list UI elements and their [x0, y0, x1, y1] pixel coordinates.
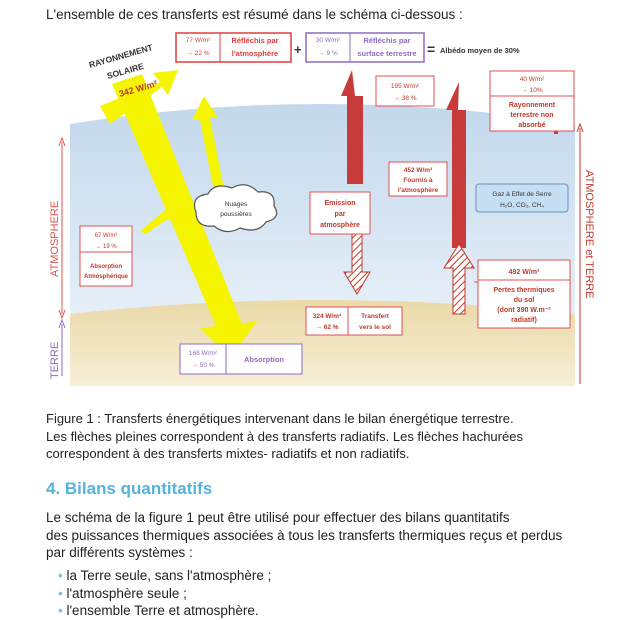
svg-text:du sol: du sol [514, 297, 535, 304]
svg-text:→ 22 %: → 22 % [186, 50, 209, 57]
svg-text:Fournis à: Fournis à [403, 177, 433, 184]
svg-text:Réfléchis par: Réfléchis par [363, 36, 410, 45]
box-emission-atmosphere: Emission par atmosphère [309, 191, 371, 235]
svg-text:vers le sol: vers le sol [359, 324, 391, 331]
side-label-atmosphere-terre: ATMOSPHERE et TERRE [583, 170, 595, 299]
caption-line: Figure 1 : Transferts énergétiques inter… [46, 411, 514, 426]
svg-text:492 W/m²: 492 W/m² [509, 269, 540, 276]
list-item: l'ensemble Terre et atmosphère. [58, 602, 271, 620]
side-label-terre: TERRE [49, 342, 61, 379]
svg-text:Absorption: Absorption [90, 264, 122, 270]
svg-text:→ 38 %: → 38 % [393, 95, 416, 102]
figure-caption: Figure 1 : Transferts énergétiques inter… [46, 410, 606, 463]
cloud-reflection-arrow [192, 96, 225, 196]
list-item: la Terre seule, sans l'atmosphère ; [58, 567, 271, 585]
side-label-atmosphere: ATMOSPHERE [49, 201, 61, 277]
svg-text:Réfléchis par: Réfléchis par [231, 36, 278, 45]
svg-text:77 W/m²: 77 W/m² [186, 37, 211, 44]
svg-text:par: par [335, 211, 346, 218]
list-item: l'atmosphère seule ; [58, 585, 271, 603]
box-greenhouse-gas: Gaz à Effet de Serre H₂O, CO₂, CH₄ [475, 183, 569, 213]
svg-text:terrestre non: terrestre non [510, 112, 553, 119]
solar-label-line1: RAYONNEMENT [88, 42, 155, 70]
cloud-icon: Nuages poussières [193, 184, 278, 233]
svg-text:H₂O, CO₂, CH₄: H₂O, CO₂, CH₄ [500, 202, 544, 209]
atm-emission-space-arrow [341, 70, 363, 184]
caption-line: Les flèches pleines correspondent à des … [46, 428, 523, 444]
svg-text:→ 62 %: → 62 % [315, 324, 338, 331]
svg-text:195 W/m²: 195 W/m² [391, 83, 420, 90]
svg-text:surface terrestre: surface terrestre [357, 49, 416, 58]
svg-text:Gaz à Effet de Serre: Gaz à Effet de Serre [492, 191, 552, 198]
equals-sign: = [427, 41, 435, 57]
system-list: la Terre seule, sans l'atmosphère ; l'at… [58, 567, 271, 620]
svg-text:l'atmosphère: l'atmosphère [398, 187, 439, 194]
svg-text:Rayonnement: Rayonnement [509, 102, 556, 109]
paragraph-line: des puissances thermiques associées à to… [46, 527, 563, 543]
paragraph-line: Le schéma de la figure 1 peut être utili… [46, 510, 510, 525]
caption-line: correspondent à des transferts mixtes- r… [46, 446, 410, 461]
svg-text:→ 50 %: → 50 % [191, 362, 214, 369]
svg-text:Transfert: Transfert [361, 313, 390, 320]
svg-text:radiatif): radiatif) [511, 317, 537, 324]
albedo-label: Albédo moyen de 30% [440, 46, 520, 55]
svg-text:452 W/m²: 452 W/m² [404, 167, 433, 174]
svg-text:324 W/m²: 324 W/m² [313, 313, 342, 320]
svg-text:→ 19 %: → 19 % [95, 244, 117, 250]
svg-text:→ 10%: → 10% [521, 87, 543, 94]
svg-text:absorbé: absorbé [518, 122, 545, 129]
box-absorption-atmospheric: 67 W/m² → 19 % Absorption Atmosphérique [79, 225, 133, 287]
box-nonabsorbed: 40 W/m² → 10% Rayonnement terrestre non … [489, 70, 575, 132]
svg-text:(dont 390 W.m⁻²: (dont 390 W.m⁻² [497, 307, 551, 314]
svg-text:168 W/m²: 168 W/m² [189, 350, 218, 357]
svg-text:Emission: Emission [324, 200, 355, 207]
svg-text:l'atmosphère: l'atmosphère [232, 49, 278, 58]
svg-text:Pertes thermiques: Pertes thermiques [493, 287, 554, 294]
surface-to-space-arrow [446, 82, 466, 248]
solar-incoming-arrow [112, 74, 258, 358]
box-transfer-ground: 324 W/m² → 62 % Transfert vers le sol [305, 306, 403, 336]
box-provided-atmosphere: 452 W/m² Fournis à l'atmosphère [388, 161, 448, 197]
paragraph: Le schéma de la figure 1 peut être utili… [46, 509, 606, 562]
box-atm-to-space: 195 W/m² → 38 % [375, 75, 435, 107]
box-reflected-surface: 30 W/m² → 9 % Réfléchis par surface terr… [305, 32, 425, 63]
energy-balance-diagram: ATMOSPHERE TERRE ATMOSPHERE et TERRE RAY… [49, 32, 595, 386]
box-absorption-ground: 168 W/m² → 50 % Absorption [179, 343, 303, 375]
ground-to-atm-hatched-arrow [443, 243, 475, 315]
atm-absorption-arrow [140, 198, 189, 234]
box-reflected-atmosphere: 77 W/m² → 22 % Réfléchis par l'atmosphèr… [175, 32, 292, 63]
svg-text:Nuages: Nuages [225, 201, 248, 208]
intro-text: L'ensemble de ces transferts est résumé … [46, 7, 463, 22]
paragraph-line: par différents systèmes : [46, 545, 193, 560]
svg-text:→ 9 %: → 9 % [318, 50, 338, 57]
box-ground-thermal-losses: 492 W/m² Pertes thermiques du sol (dont … [477, 259, 571, 329]
svg-text:atmosphère: atmosphère [320, 222, 360, 229]
plus-sign: + [294, 42, 302, 57]
svg-text:Atmosphérique: Atmosphérique [84, 274, 129, 280]
svg-text:30 W/m²: 30 W/m² [316, 37, 341, 44]
svg-text:poussières: poussières [220, 211, 252, 218]
section-title: 4. Bilans quantitatifs [46, 479, 213, 498]
svg-text:40 W/m²: 40 W/m² [520, 76, 545, 83]
svg-text:67 W/m²: 67 W/m² [95, 233, 118, 239]
svg-text:Absorption: Absorption [244, 355, 284, 364]
